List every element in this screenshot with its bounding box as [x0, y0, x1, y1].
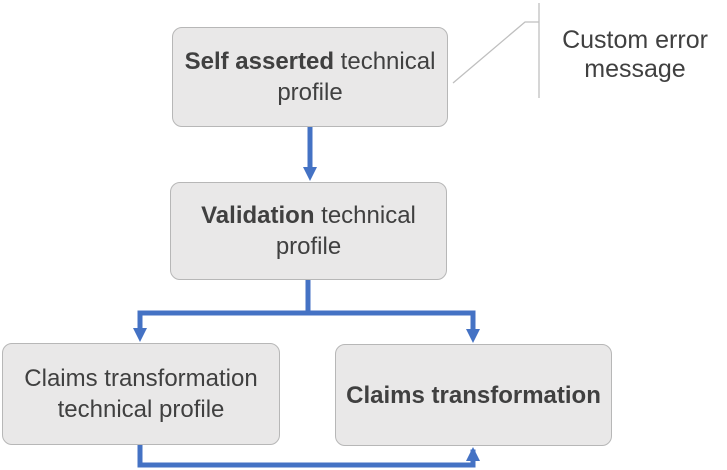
edge-claims-tp-to-claims-transformation	[137, 443, 476, 468]
node-self-asserted-technical-profile: Self asserted technical profile	[172, 27, 448, 127]
node-label: Claims transformation	[346, 381, 601, 409]
callout-label: Custom error message	[562, 26, 708, 83]
arrowhead-validation-top	[303, 167, 317, 181]
edge-validation-branch	[137, 278, 476, 331]
node-validation-technical-profile: Validation technical profile	[170, 182, 447, 280]
node-claims-transformation: Claims transformation	[335, 344, 612, 446]
node-label: Claims transformation technical profile	[24, 365, 258, 423]
arrowhead-claims-transformation-bottom	[466, 447, 480, 461]
arrowhead-claims-transformation-top	[466, 329, 480, 343]
node-claims-transformation-technical-profile: Claims transformation technical profile	[2, 343, 280, 445]
node-label: Self asserted technical profile	[184, 48, 436, 106]
arrowhead-claims-tp-top	[133, 328, 147, 342]
callout-leader-line	[452, 21, 539, 84]
node-label: Validation technical profile	[201, 202, 416, 260]
